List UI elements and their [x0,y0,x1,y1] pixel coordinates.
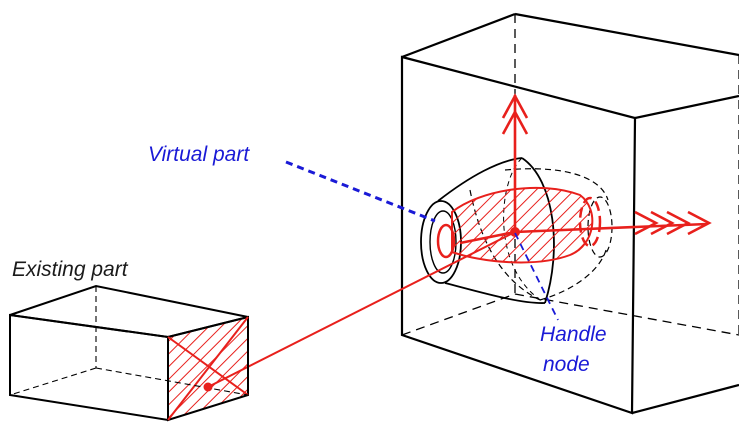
handle-node-label-line1: Handle [540,323,607,346]
handle-node-label-line2: node [543,353,590,376]
handle-plane [436,186,602,264]
existing-part-face-center [203,382,213,392]
connection-line [207,231,516,388]
annotation-leaders [285,160,559,321]
horizontal-axis [514,222,708,234]
virtual-part-leader [285,160,436,223]
handle-node-leader [514,232,559,321]
handle-axes [459,93,712,245]
virtual-part-label: Virtual part [148,143,250,166]
existing-part-label: Existing part [12,258,129,281]
existing-part [9,284,249,422]
